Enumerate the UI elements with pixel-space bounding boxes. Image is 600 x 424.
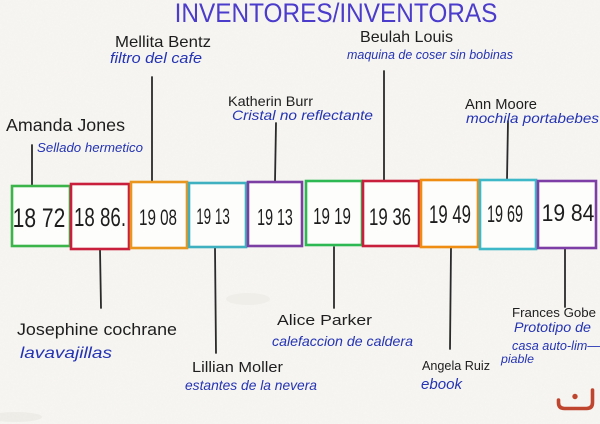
svg-text:mochila portabebes: mochila portabebes — [466, 110, 599, 126]
svg-text:Alice Parker: Alice Parker — [277, 312, 372, 329]
svg-text:ebook: ebook — [421, 376, 463, 393]
svg-text:19 49: 19 49 — [429, 201, 471, 229]
svg-text:Katherin Burr: Katherin Burr — [228, 93, 313, 109]
svg-text:Angela Ruiz: Angela Ruiz — [422, 359, 490, 373]
svg-text:Lillian Moller: Lillian Moller — [192, 359, 283, 376]
svg-text:estantes de la nevera: estantes de la nevera — [185, 378, 317, 393]
svg-text:19 08: 19 08 — [139, 206, 177, 230]
svg-text:Amanda Jones: Amanda Jones — [6, 115, 125, 135]
svg-text:19 69: 19 69 — [487, 201, 523, 228]
svg-text:Frances Gobe: Frances Gobe — [512, 305, 596, 320]
svg-text:maquina de coser sin bobinas: maquina de coser sin bobinas — [347, 48, 513, 62]
svg-text:Mellita Bentz: Mellita Bentz — [115, 34, 211, 51]
svg-text:filtro del cafe: filtro del cafe — [110, 50, 202, 67]
svg-text:Josephine cochrane: Josephine cochrane — [17, 320, 177, 339]
svg-text:piable: piable — [500, 352, 534, 366]
svg-text:19 13: 19 13 — [257, 206, 293, 231]
svg-text:19 36: 19 36 — [369, 204, 411, 231]
svg-text:Sellado hermetico: Sellado hermetico — [37, 140, 143, 155]
svg-text:Beulah Louis: Beulah Louis — [360, 29, 453, 46]
svg-text:calefaccion de caldera: calefaccion de caldera — [272, 333, 413, 349]
svg-text:Ann Moore: Ann Moore — [465, 97, 537, 113]
svg-text:19 84: 19 84 — [542, 200, 595, 227]
svg-text:18 86.: 18 86. — [74, 202, 126, 232]
svg-text:18 72: 18 72 — [13, 204, 66, 234]
svg-text:19 13: 19 13 — [196, 205, 230, 229]
svg-text:casa auto-lim—: casa auto-lim— — [512, 339, 600, 353]
svg-text:Prototipo de: Prototipo de — [514, 319, 591, 335]
svg-text:19 19: 19 19 — [313, 204, 351, 230]
svg-text:lavavajillas: lavavajillas — [20, 345, 112, 362]
svg-text:INVENTORES/INVENTORAS: INVENTORES/INVENTORAS — [175, 0, 498, 28]
svg-text:Cristal no reflectante: Cristal no reflectante — [232, 107, 373, 123]
